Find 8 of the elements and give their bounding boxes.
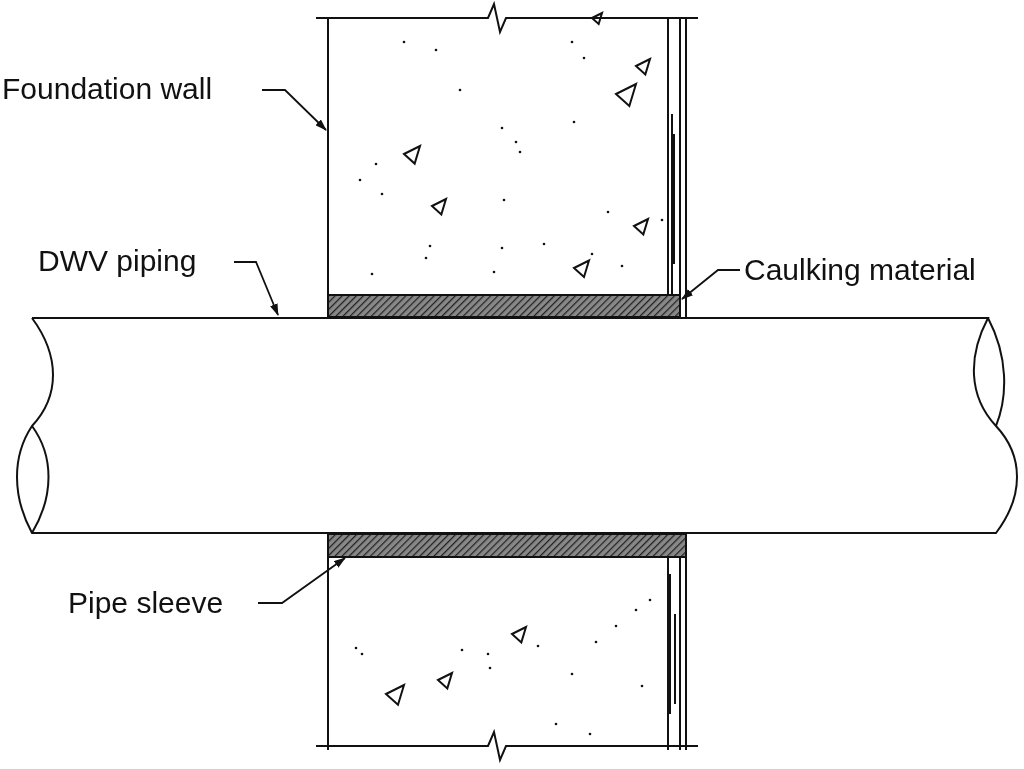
part-label: Caulking material <box>744 253 976 287</box>
part-label: Pipe sleeve <box>68 586 224 620</box>
part-label: Foundation wall <box>2 72 213 106</box>
leader-line <box>681 269 741 300</box>
leader-line <box>257 557 346 604</box>
leader-line <box>233 261 279 316</box>
leader-line <box>261 89 327 131</box>
part-label: DWV piping <box>38 244 197 278</box>
